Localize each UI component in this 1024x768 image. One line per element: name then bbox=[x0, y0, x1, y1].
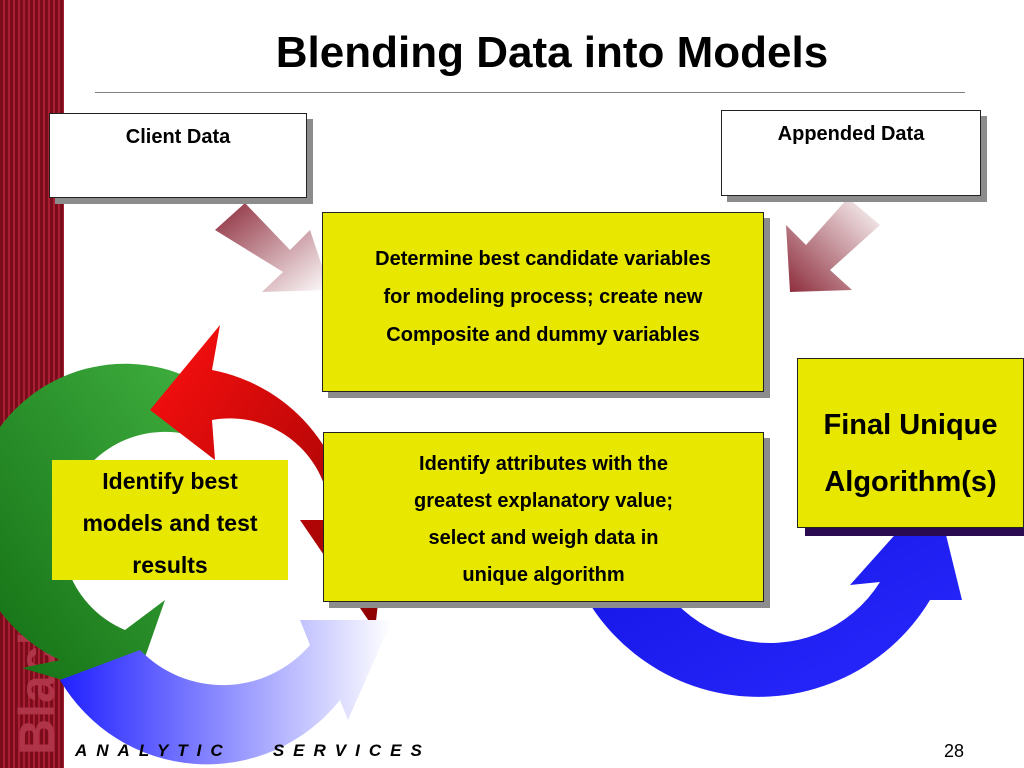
attributes-line-2: greatest explanatory value; bbox=[414, 490, 673, 512]
final-line-2: Algorithm(s) bbox=[824, 466, 997, 498]
identify-attributes-box: Identify attributes with the greatest ex… bbox=[323, 432, 764, 602]
attributes-line-3: select and weigh data in bbox=[428, 527, 659, 549]
final-blue-arrow bbox=[560, 490, 962, 697]
cycle-green-arrow bbox=[0, 363, 205, 700]
identify-models-box: Identify best models and test results bbox=[52, 460, 288, 580]
models-line-1: Identify best bbox=[102, 468, 238, 494]
final-algorithm-box: Final Unique Algorithm(s) bbox=[797, 358, 1024, 528]
determine-line-2: for modeling process; create new bbox=[383, 286, 703, 308]
models-line-3: results bbox=[132, 552, 208, 578]
cycle-blue-arrow bbox=[60, 620, 392, 765]
determine-line-1: Determine best candidate variables bbox=[375, 248, 711, 270]
determine-line-3: Composite and dummy variables bbox=[386, 324, 700, 346]
client-data-label: Client Data bbox=[125, 126, 231, 148]
determine-variables-box: Determine best candidate variables for m… bbox=[322, 212, 764, 392]
slide-title: Blending Data into Models bbox=[275, 28, 829, 77]
title-divider bbox=[95, 92, 965, 93]
models-line-2: models and test bbox=[82, 510, 258, 536]
page-number: 28 bbox=[943, 741, 964, 761]
appended-input-arrow bbox=[786, 198, 880, 292]
client-input-arrow bbox=[215, 203, 330, 292]
attributes-line-1: Identify attributes with the bbox=[419, 453, 668, 475]
attributes-line-4: unique algorithm bbox=[462, 564, 625, 586]
final-line-1: Final Unique bbox=[823, 409, 998, 441]
appended-data-label: Appended Data bbox=[777, 123, 925, 145]
footer-services: ANALYTIC SERVICES bbox=[75, 741, 431, 760]
client-data-box: Client Data bbox=[49, 113, 307, 198]
appended-data-box: Appended Data bbox=[721, 110, 981, 196]
